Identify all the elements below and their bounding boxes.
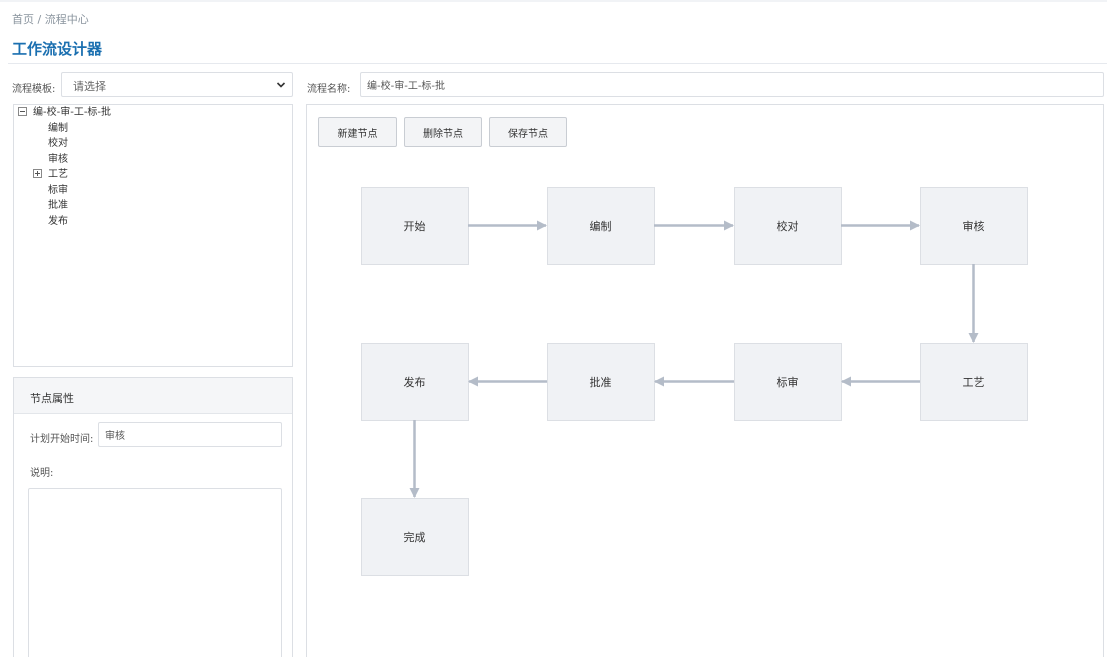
flow-node-process[interactable] bbox=[920, 343, 1028, 421]
title-divider bbox=[8, 63, 1107, 64]
expand-icon[interactable] bbox=[33, 169, 42, 178]
flow-node-compile[interactable] bbox=[547, 187, 655, 265]
breadcrumb: 首页 / 流程中心 bbox=[12, 11, 89, 27]
tree-item-label: 工艺 bbox=[48, 169, 68, 180]
flow-tree: 编-校-审-工-标-批 编制 校对 审核 工艺 标审 批准 发布 bbox=[13, 104, 293, 367]
tree-item-root[interactable]: 编-校-审-工-标-批 bbox=[18, 106, 111, 120]
flow-name-label: 流程名称: bbox=[307, 84, 351, 95]
top-border bbox=[0, 0, 1107, 2]
start-time-label: 计划开始时间: bbox=[30, 434, 94, 445]
template-label: 流程模板: bbox=[12, 84, 56, 95]
breadcrumb-current[interactable]: 流程中心 bbox=[44, 13, 89, 26]
node-properties-header: 节点属性 bbox=[14, 378, 292, 414]
flow-name-input[interactable] bbox=[360, 72, 1104, 97]
chevron-down-icon bbox=[276, 82, 286, 88]
tree-item-process[interactable]: 工艺 bbox=[33, 168, 68, 182]
tree-item-publish[interactable]: 发布 bbox=[48, 216, 68, 227]
flow-node-standard[interactable] bbox=[734, 343, 842, 421]
tree-item-label: 编-校-审-工-标-批 bbox=[33, 107, 112, 118]
flow-diagram bbox=[361, 187, 1028, 576]
template-select[interactable]: 请选择 bbox=[61, 72, 293, 97]
description-label: 说明: bbox=[30, 468, 54, 479]
page-title: 工作流设计器 bbox=[12, 40, 103, 58]
flow-node-approve[interactable] bbox=[547, 343, 655, 421]
collapse-icon[interactable] bbox=[18, 107, 27, 116]
flow-node-publish[interactable] bbox=[361, 343, 469, 421]
tree-item-standard[interactable]: 标审 bbox=[48, 185, 68, 196]
tree-item-review[interactable]: 审核 bbox=[48, 154, 68, 165]
tree-item-proofread[interactable]: 校对 bbox=[48, 138, 68, 149]
tree-item-approve[interactable]: 批准 bbox=[48, 200, 68, 211]
tree-item-compile[interactable]: 编制 bbox=[48, 123, 68, 134]
flow-node-proofread[interactable] bbox=[734, 187, 842, 265]
start-time-input[interactable] bbox=[98, 422, 282, 447]
template-select-placeholder: 请选择 bbox=[73, 80, 106, 93]
node-properties-panel: 节点属性 计划开始时间: 说明: bbox=[13, 377, 293, 657]
save-node-button[interactable]: 保存节点 bbox=[489, 117, 567, 147]
new-node-button[interactable]: 新建节点 bbox=[318, 117, 397, 147]
workflow-canvas[interactable]: 新建节点 删除节点 保存节点 开始编制校对审核工艺标审批准发布完成 bbox=[306, 104, 1104, 657]
description-textarea[interactable] bbox=[28, 488, 282, 657]
breadcrumb-home[interactable]: 首页 bbox=[12, 13, 34, 26]
flow-node-complete[interactable] bbox=[361, 498, 469, 576]
flow-node-review[interactable] bbox=[920, 187, 1028, 265]
node-properties-title: 节点属性 bbox=[30, 392, 74, 405]
flow-node-start[interactable] bbox=[361, 187, 469, 265]
delete-node-button[interactable]: 删除节点 bbox=[404, 117, 482, 147]
breadcrumb-separator: / bbox=[34, 13, 45, 26]
